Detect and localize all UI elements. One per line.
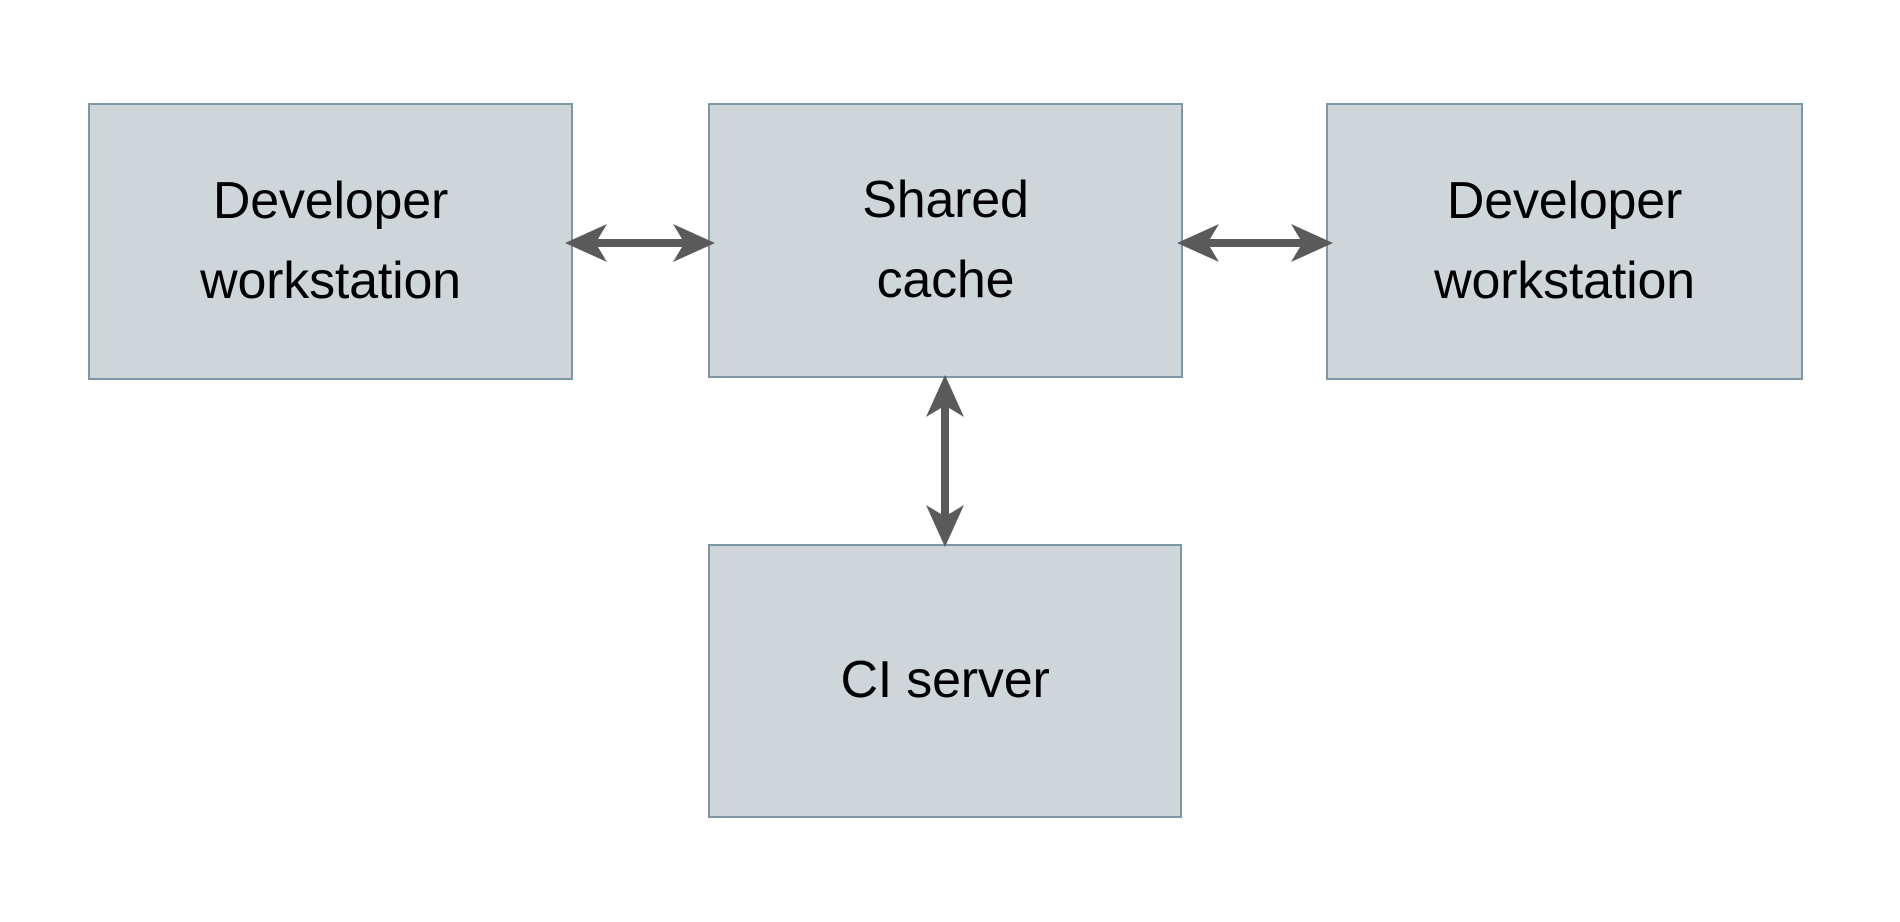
node-shared-cache[interactable]: Shared cache <box>708 103 1183 378</box>
edge-developer-workstation-left-to-shared-cache <box>560 208 720 278</box>
node-ci-server[interactable]: CI server <box>708 544 1182 818</box>
edge-shared-cache-to-developer-workstation-right <box>1172 208 1338 278</box>
double-arrow-horizontal-icon <box>565 224 715 262</box>
edge-shared-cache-to-ci-server <box>910 370 980 552</box>
double-arrow-horizontal-icon <box>1177 224 1333 262</box>
double-arrow-vertical-icon <box>926 375 964 547</box>
node-developer-workstation-right[interactable]: Developer workstation <box>1326 103 1803 380</box>
node-developer-workstation-left[interactable]: Developer workstation <box>88 103 573 380</box>
